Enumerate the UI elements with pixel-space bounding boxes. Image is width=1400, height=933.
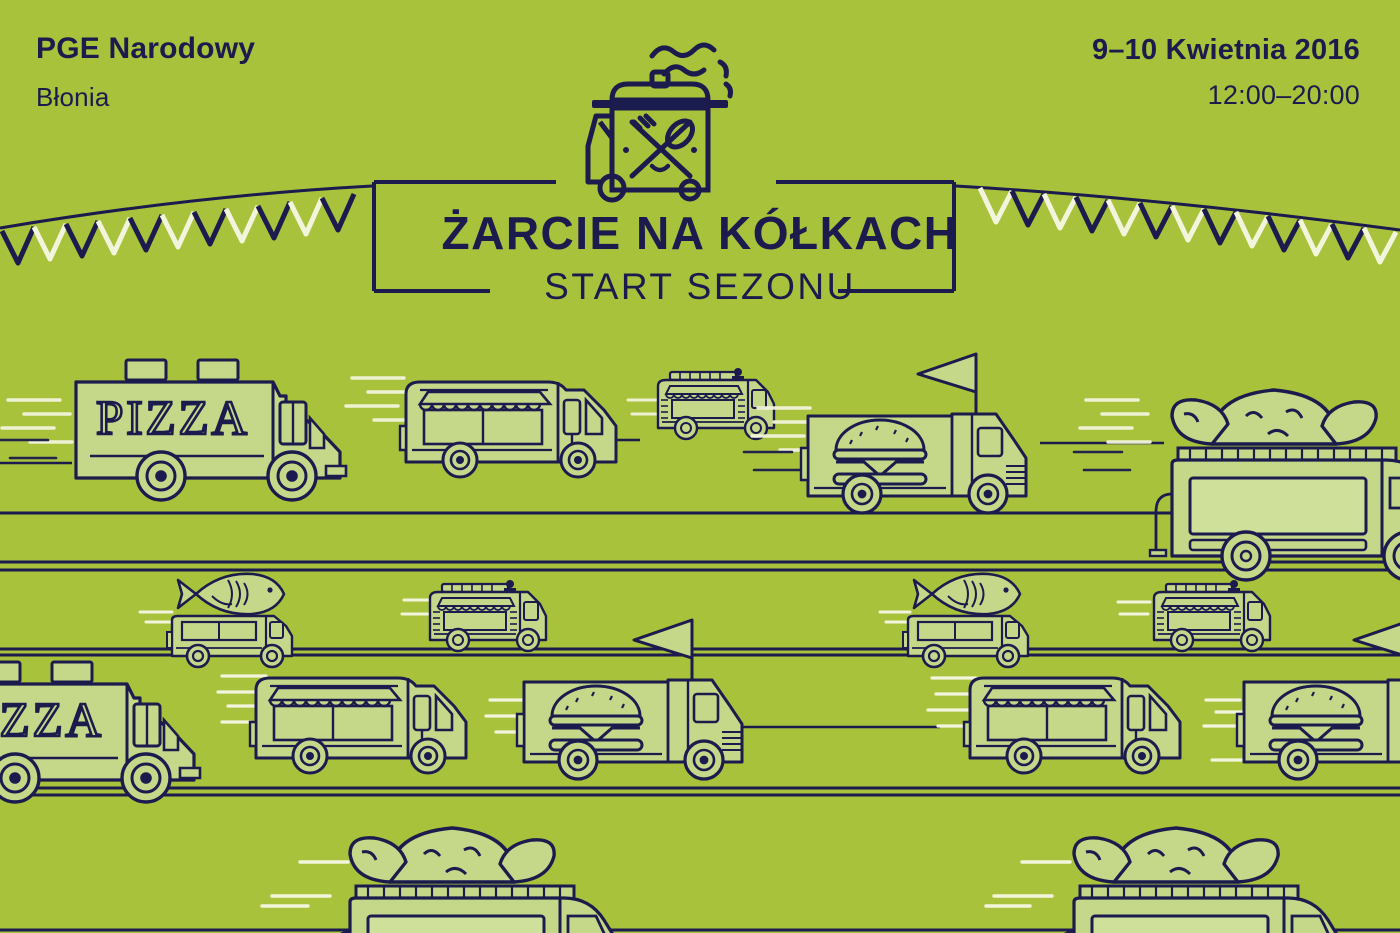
event-hours: 12:00–20:00 [1207,80,1360,110]
speed-lines [216,674,268,724]
event-title: ŻARCIE NA KÓŁKACH [441,207,959,259]
speed-lines [138,610,176,624]
awning-truck-icon [962,676,1182,775]
speed-lines [626,398,662,416]
truck-row-middle [138,572,1272,669]
bunting-right [955,184,1400,265]
croissant-trailer-icon [1148,388,1400,582]
event-subtitle: START SEZONU [544,266,856,307]
speed-lines [1202,698,1246,762]
truck-row-top [0,352,1400,582]
speed-lines [260,860,350,908]
logo-frame [372,180,956,293]
speed-lines [926,676,978,728]
speed-lines [1116,600,1152,616]
awning-truck-icon [398,380,618,479]
fish-van-icon [901,572,1030,669]
speed-lines [984,860,1072,908]
venue-name: PGE Narodowy [36,32,256,65]
awning-truck-icon [248,676,468,775]
truck-row-bottom [260,826,1346,933]
venue-area: Błonia [36,82,110,112]
truck-row-third [0,618,1400,804]
fish-van-icon [165,572,294,669]
event-dates: 9–10 Kwietnia 2016 [1092,34,1360,66]
bunting-left [0,184,373,266]
